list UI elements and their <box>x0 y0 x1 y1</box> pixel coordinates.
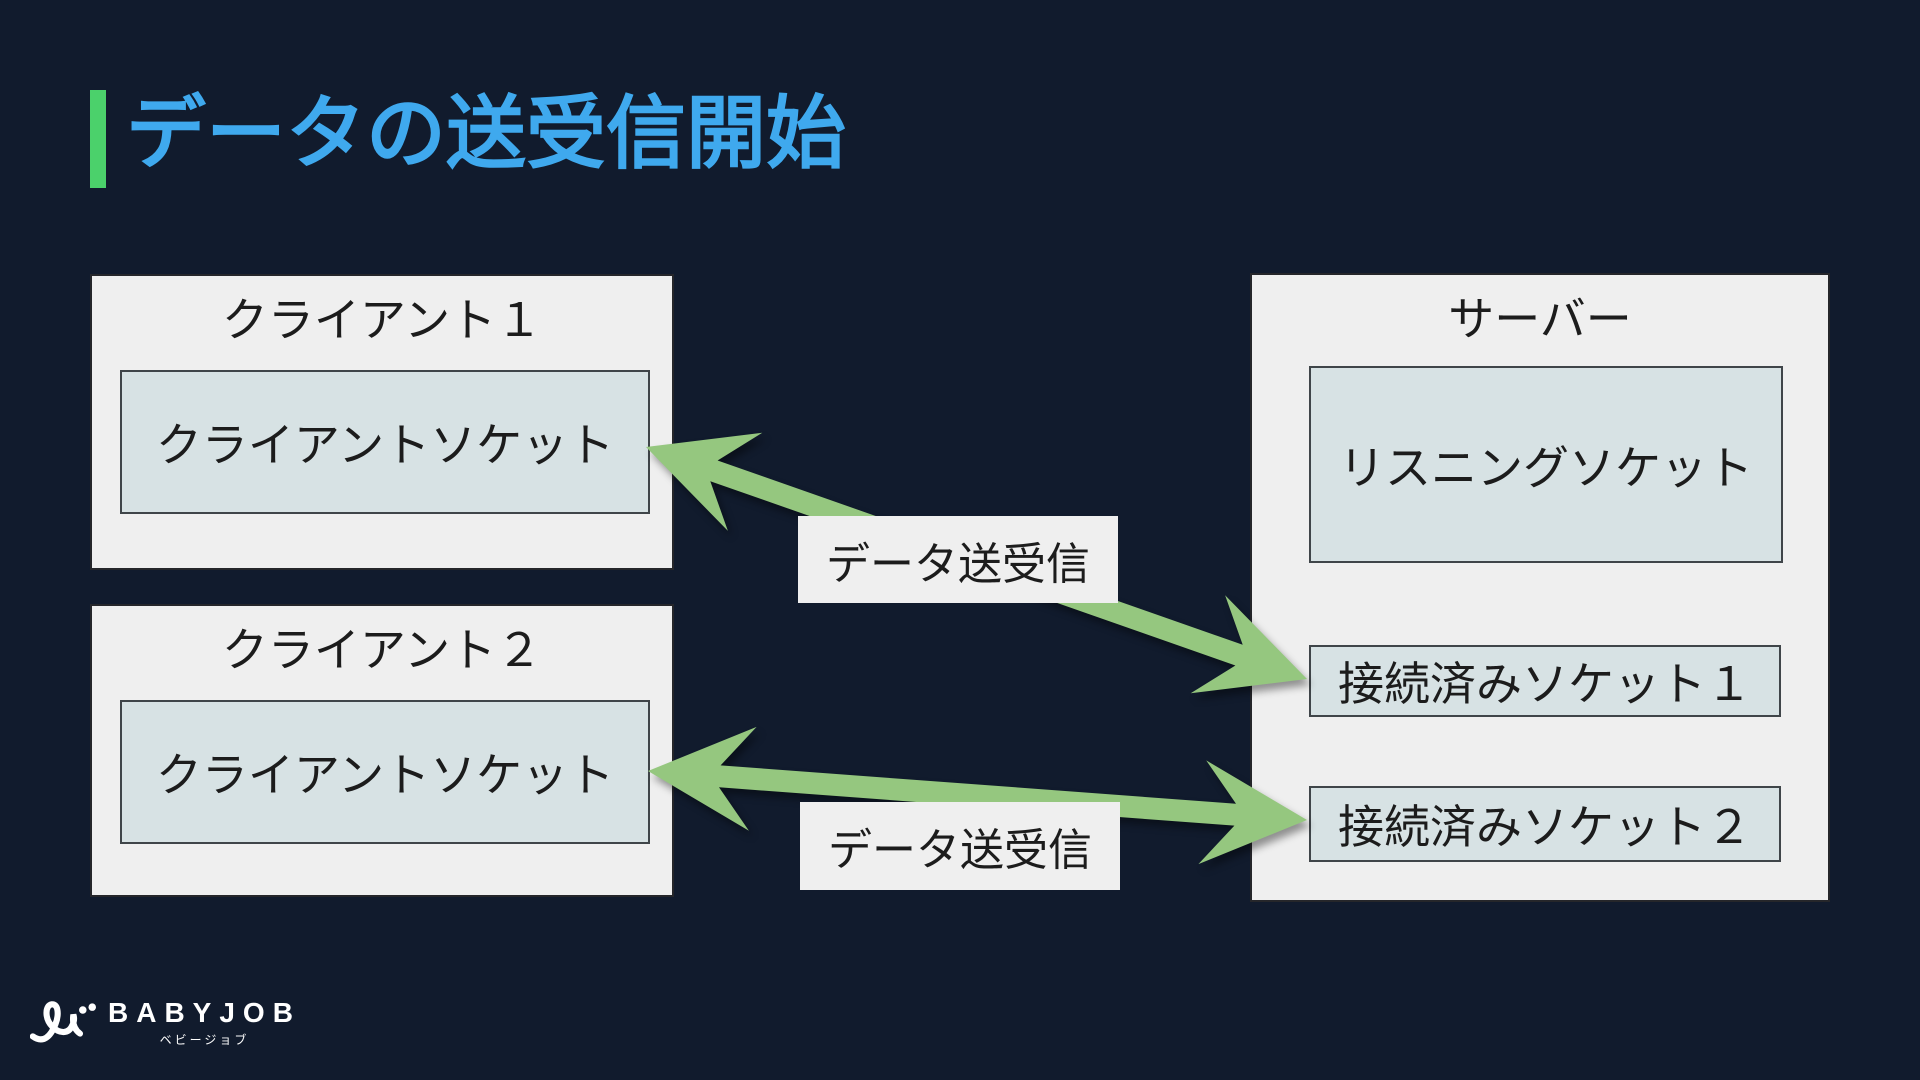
client1-socket-box: クライアントソケット <box>120 370 650 514</box>
server-box: サーバー リスニングソケット 接続済みソケット１ 接続済みソケット２ <box>1250 273 1830 902</box>
client2-socket-box: クライアントソケット <box>120 700 650 844</box>
babyjob-logo-text: BABYJOB <box>108 997 301 1028</box>
babyjob-logo-mark-icon <box>30 1001 96 1043</box>
client2-socket-label: クライアントソケット <box>155 749 615 801</box>
data-transfer-label-1: データ送受信 <box>798 516 1118 603</box>
connected-socket1-label: 接続済みソケット１ <box>1338 658 1752 710</box>
listening-socket-box: リスニングソケット <box>1309 366 1783 563</box>
server-title: サーバー <box>1448 293 1632 345</box>
listening-socket-label: リスニングソケット <box>1339 441 1753 494</box>
connected-socket2-label: 接続済みソケット２ <box>1338 801 1752 853</box>
babyjob-logo: BABYJOB ベビージョブ <box>30 990 301 1048</box>
connected-socket2-box: 接続済みソケット２ <box>1309 786 1781 862</box>
babyjob-logo-text-block: BABYJOB ベビージョブ <box>108 990 301 1048</box>
babyjob-logo-subtitle: ベビージョブ <box>159 1033 250 1047</box>
client2-title: クライアント２ <box>221 624 543 676</box>
data-transfer-label-2: データ送受信 <box>800 802 1120 890</box>
connected-socket1-box: 接続済みソケット１ <box>1309 645 1781 717</box>
client1-socket-label: クライアントソケット <box>155 419 615 471</box>
title-accent-bar <box>90 90 106 188</box>
client1-title: クライアント１ <box>221 294 543 346</box>
client2-box: クライアント２ クライアントソケット <box>90 604 674 897</box>
client1-box: クライアント１ クライアントソケット <box>90 274 674 570</box>
page-title: データの送受信開始 <box>126 89 846 178</box>
